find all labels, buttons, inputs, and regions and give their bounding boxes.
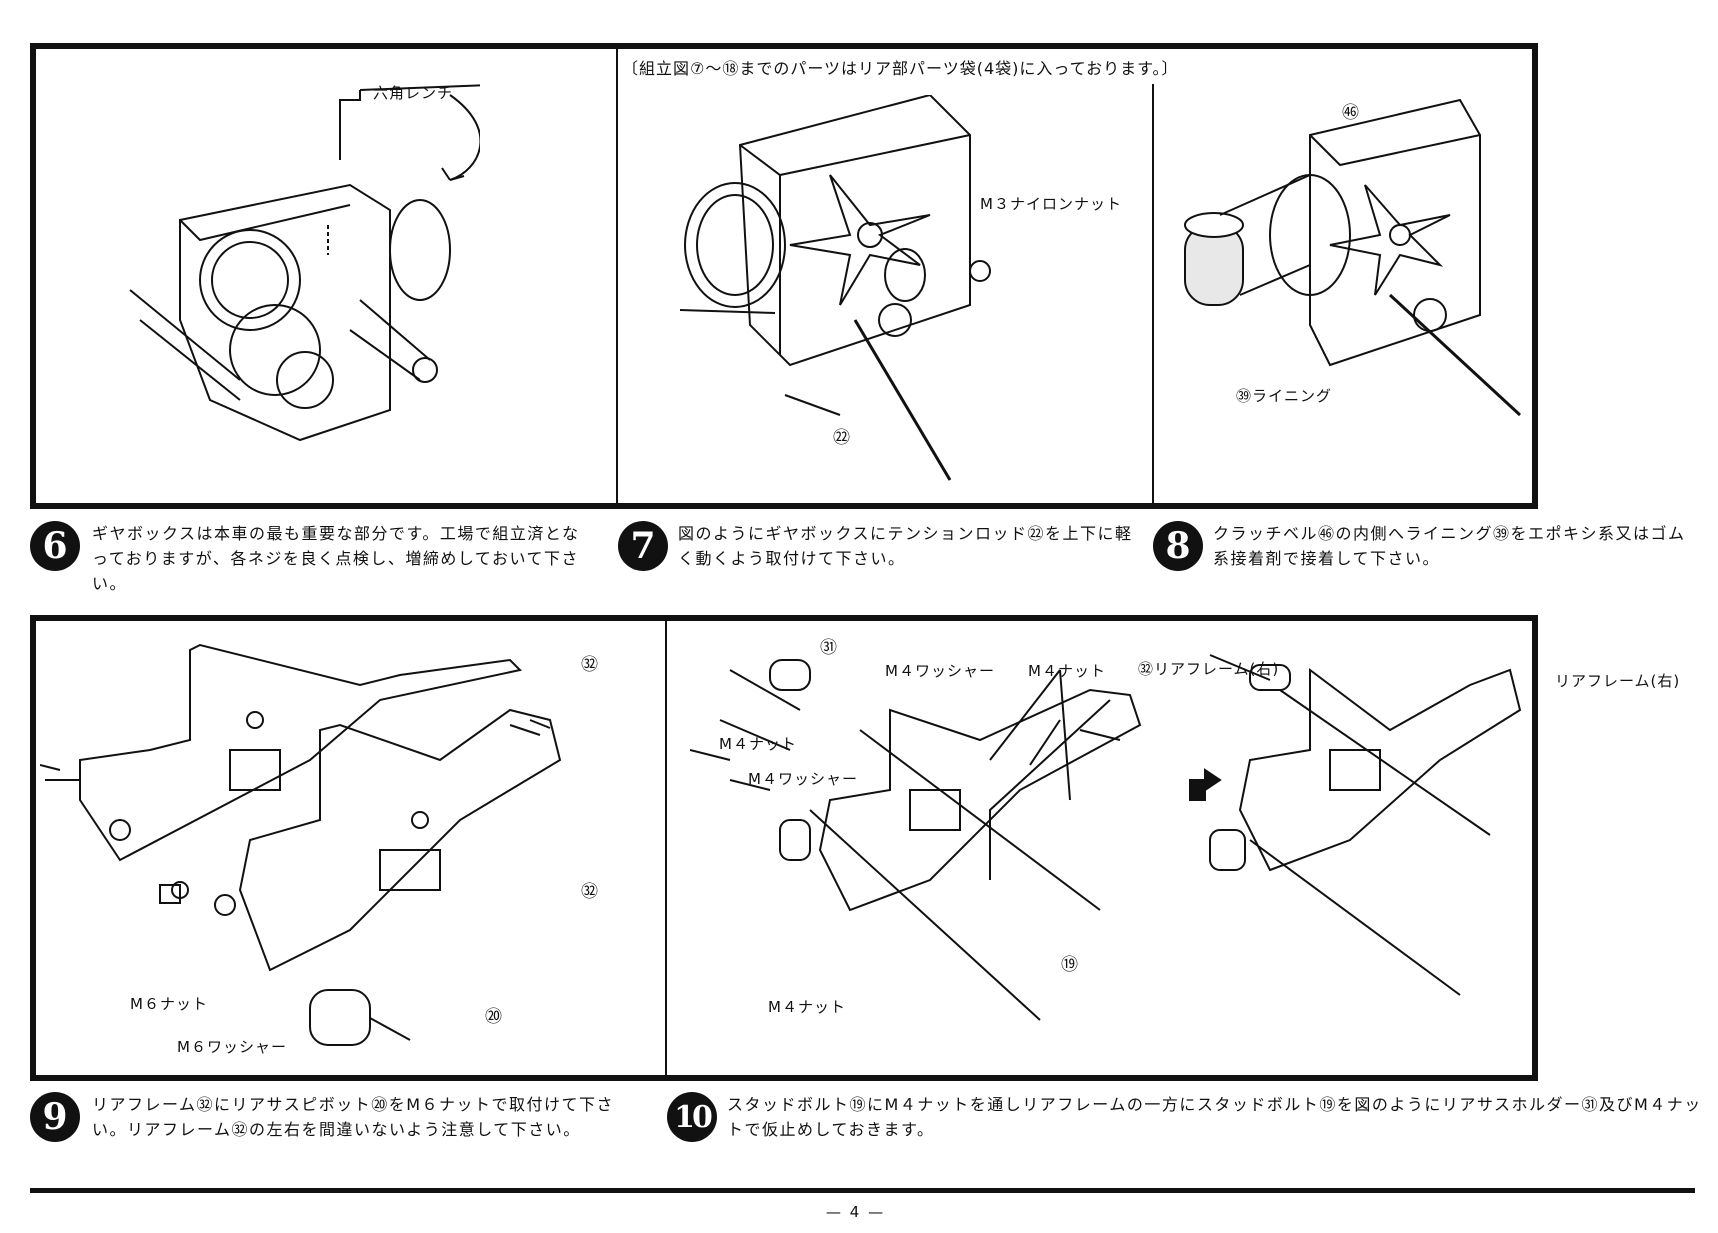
step-10-number: 10 (667, 1092, 717, 1142)
part-32-upper-label: ㉜ (581, 655, 599, 675)
footer-rule (30, 1188, 1695, 1193)
page-number: — 4 — (826, 1203, 886, 1221)
part-39-lining-label: ㊴ライニング (1236, 387, 1333, 405)
m4-nut-top-label: M４ナット (1028, 662, 1106, 680)
bottom-figure-panel (30, 615, 1538, 1081)
parts-bag-note: 〔組立図⑦〜⑱までのパーツはリア部パーツ袋(4袋)に入っております。〕 (622, 59, 1179, 78)
step-9-number: 9 (30, 1092, 80, 1142)
part-32-rear-frame-right-label: ㉜リアフレーム(右) (1138, 660, 1280, 678)
clutch-housing-illustration (680, 95, 991, 481)
top-divider-2 (1152, 84, 1154, 503)
part-19-label: ⑲ (1061, 955, 1079, 975)
step-6-number: 6 (30, 521, 80, 571)
m4-washer-left-label: M４ワッシャー (748, 770, 858, 788)
step-6-text: ギヤボックスは本車の最も重要な部分です。工場で組立済となっておりますが、各ネジを… (92, 524, 580, 593)
part-22-label: ㉒ (833, 428, 851, 448)
m4-nut-left-label: M４ナット (719, 735, 797, 753)
part-20-label: ⑳ (485, 1007, 503, 1027)
m3-nylon-nut-label: M３ナイロンナット (980, 195, 1122, 213)
rear-frames-illustration (40, 643, 562, 1046)
part-46-label: ㊻ (1342, 103, 1360, 123)
m4-washer-top-label: M４ワッシャー (885, 662, 995, 680)
step-10-text: スタッドボルト⑲にM４ナットを通しリアフレームの一方にスタッドボルト⑲を図のよう… (727, 1095, 1702, 1139)
step-8-number: 8 (1153, 521, 1203, 571)
step-8-text: クラッチベル㊻の内側へライニング㊴をエポキシ系又はゴム系接着剤で接着して下さい。 (1213, 524, 1686, 568)
step-9-text: リアフレーム㉜にリアサスピボット⑳をM６ナットで取付けて下さい。リアフレーム㉜の… (92, 1095, 615, 1139)
step-7-number: 7 (618, 521, 668, 571)
m4-nut-bottom-label: M４ナット (768, 998, 846, 1016)
hex-wrench-label: 六角レンチ (373, 84, 454, 102)
clutch-bell-lining-illustration (1184, 98, 1522, 417)
m6-washer-label: M６ワッシャー (177, 1038, 287, 1056)
m6-nut-label: M６ナット (130, 995, 208, 1013)
bottom-divider (665, 621, 667, 1075)
part-31-label: ㉛ (820, 638, 838, 658)
part-32-lower-label: ㉜ (581, 882, 599, 902)
gearbox-illustration (129, 84, 480, 442)
stud-bolt-assembly-illustration (690, 654, 1522, 1021)
top-divider-1 (616, 49, 618, 503)
top-figure-panel (30, 43, 1538, 509)
rear-frame-right-label: リアフレーム(右) (1555, 672, 1681, 690)
step-7-text: 図のようにギヤボックスにテンションロッド㉒を上下に軽く動くよう取付けて下さい。 (678, 524, 1133, 568)
